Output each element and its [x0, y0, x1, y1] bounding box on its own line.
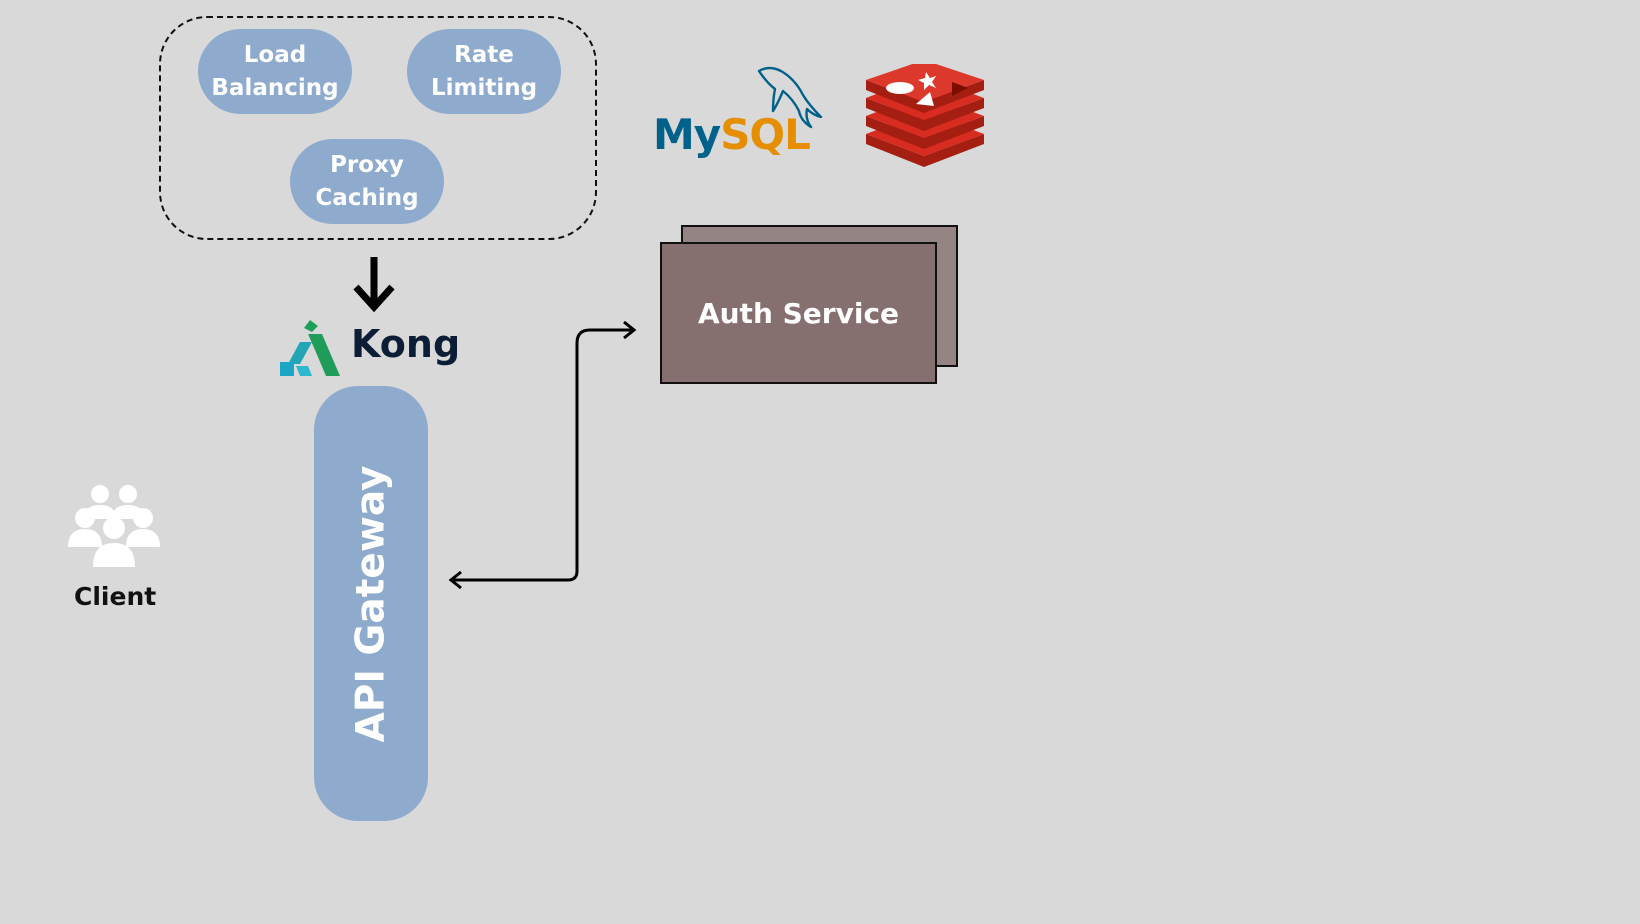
api-gateway: API Gateway [314, 386, 428, 821]
users-icon [68, 485, 160, 567]
auth-service-box: Auth Service [660, 242, 937, 384]
mysql-my-text: My [653, 110, 721, 159]
proxy-caching-pill: Proxy Caching [290, 139, 444, 224]
mysql-sql-text: SQL [720, 110, 811, 159]
rate-limiting-pill: Rate Limiting [407, 29, 561, 114]
api-gateway-label: API Gateway [348, 465, 394, 742]
redis-icon [866, 64, 984, 167]
gateway-auth-connector [448, 320, 637, 590]
load-balancing-pill: Load Balancing [198, 29, 352, 114]
kong-logo-icon [280, 320, 340, 376]
client-label: Client [74, 582, 157, 611]
down-arrow-icon [353, 257, 395, 313]
kong-wordmark: Kong [351, 322, 461, 366]
mysql-logo: MySQL [653, 110, 811, 159]
gateway-features-group [159, 16, 597, 240]
mysql-dolphin-icon [757, 66, 823, 129]
